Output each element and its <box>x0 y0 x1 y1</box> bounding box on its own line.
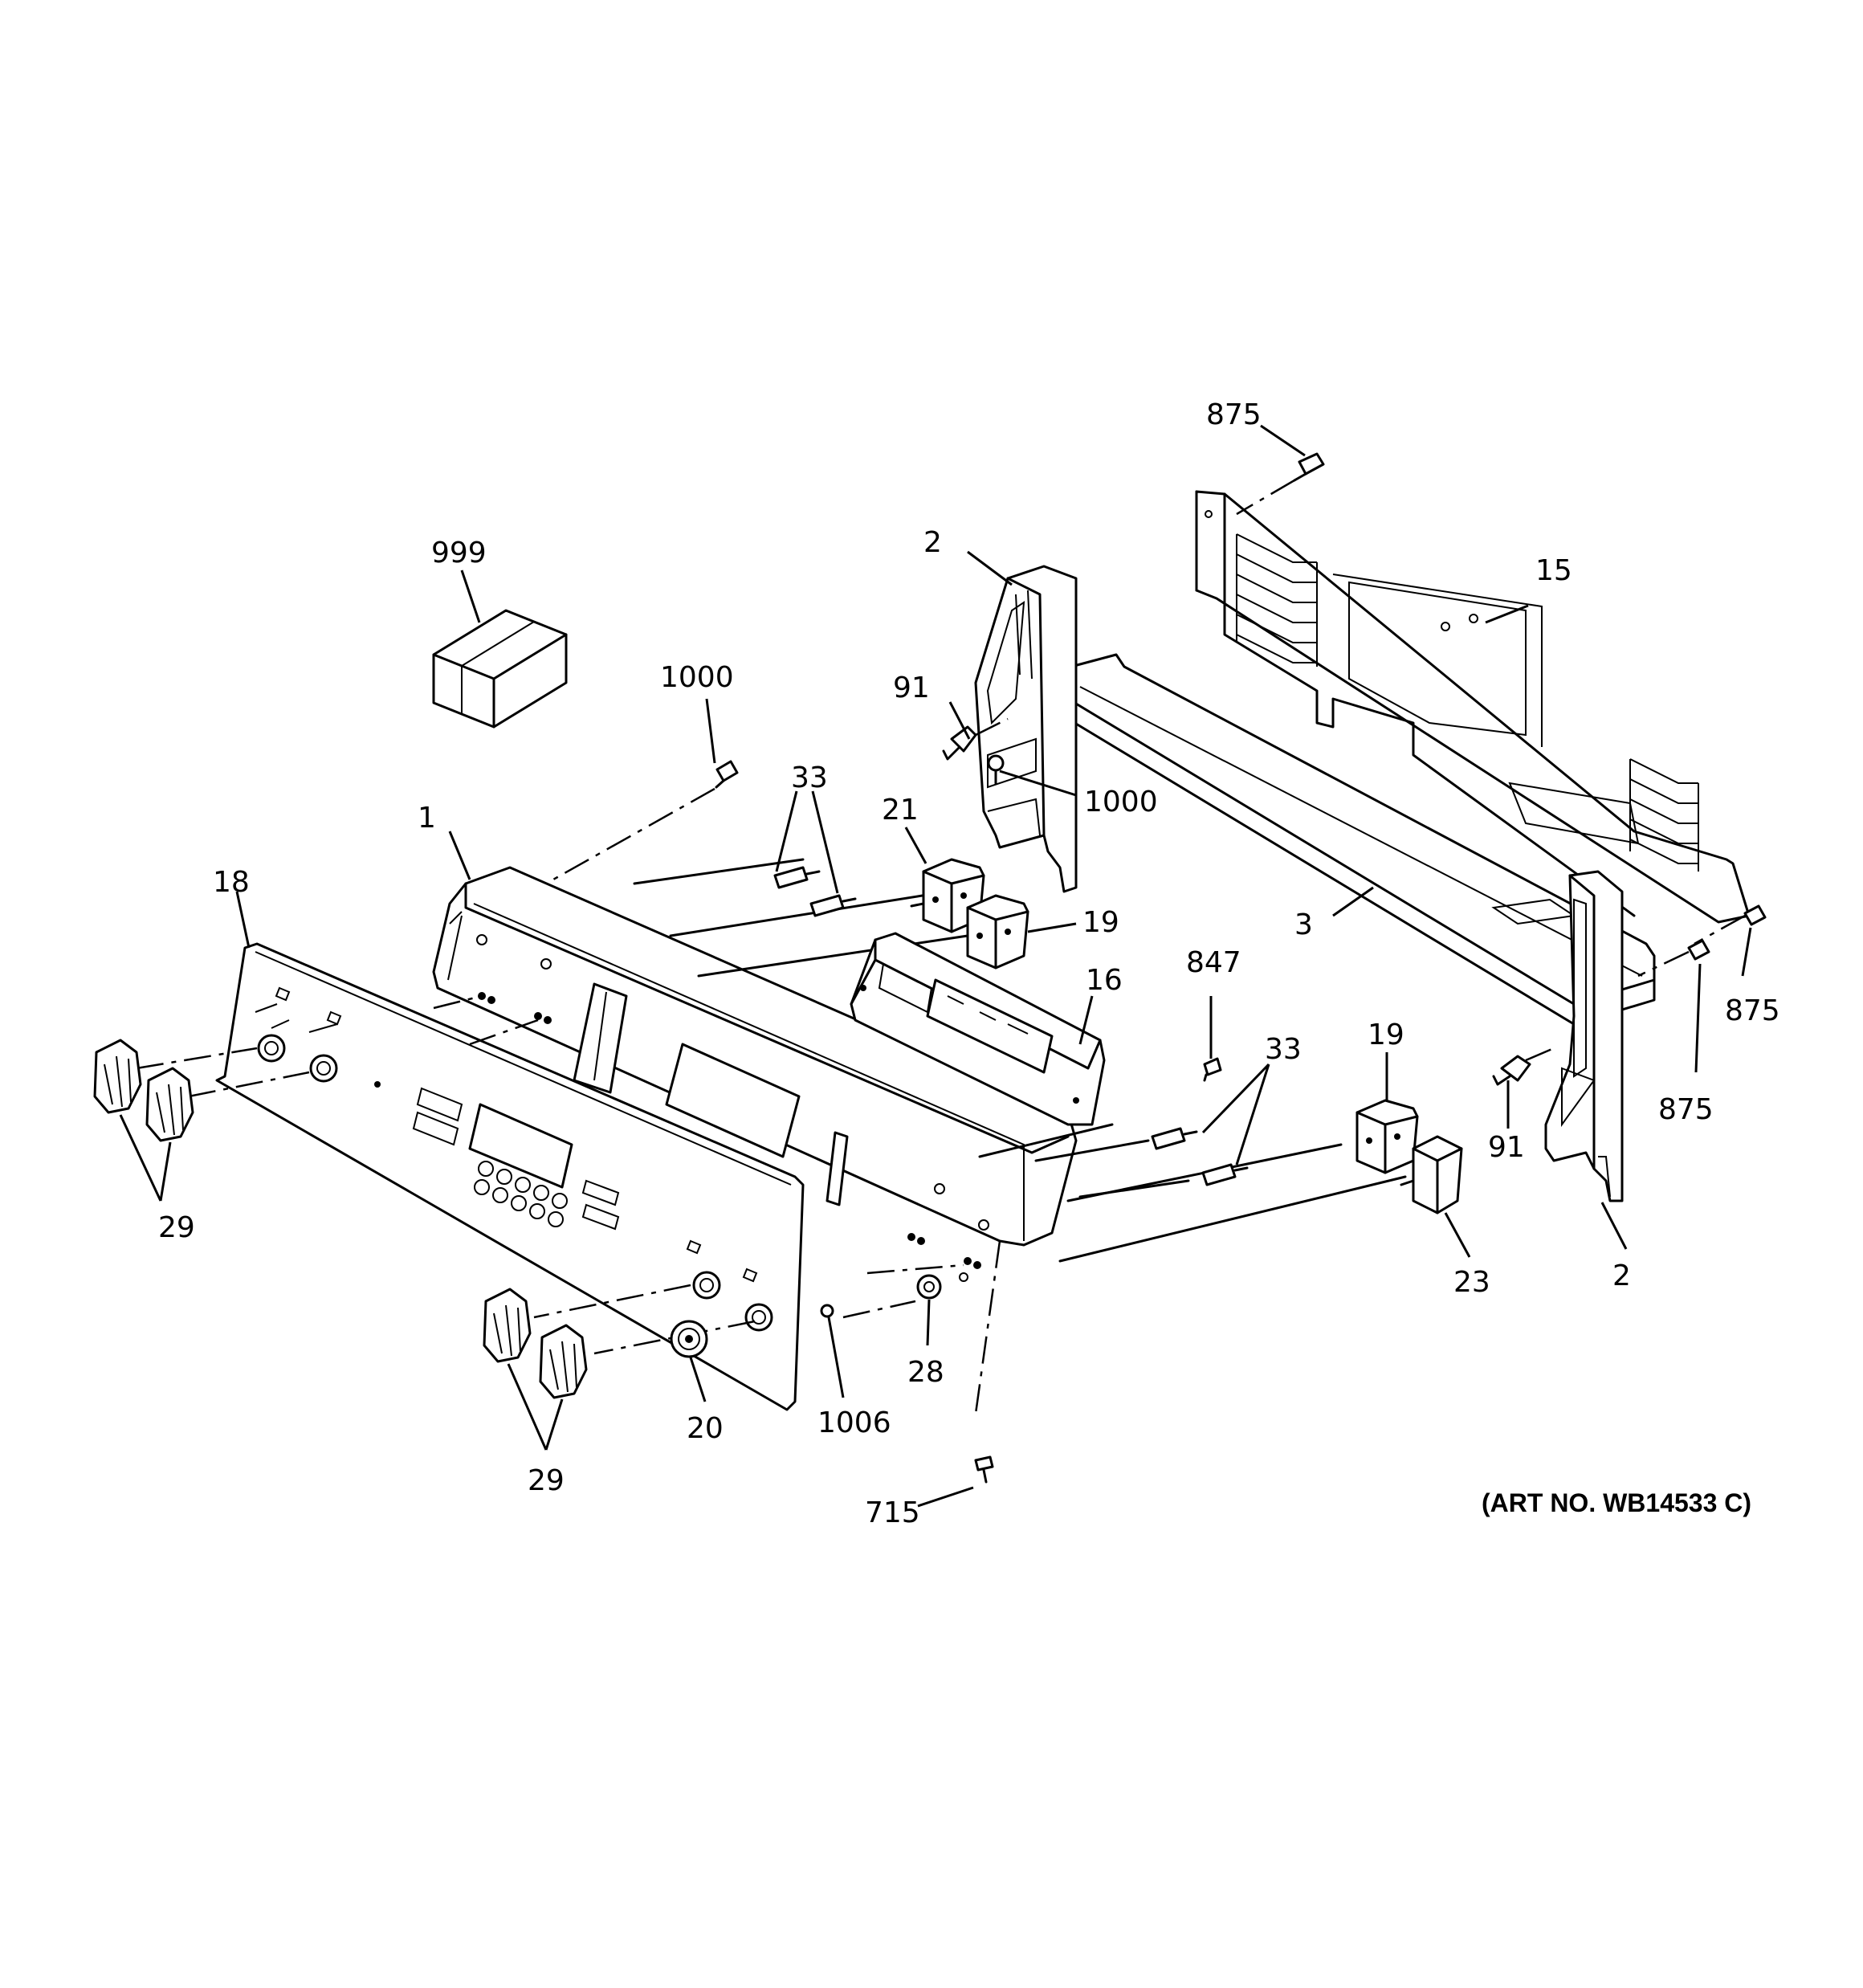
knob-29-left-b <box>145 1067 194 1142</box>
knob-29-bottom-b <box>539 1324 588 1399</box>
callout-91-left: 91 <box>893 672 930 704</box>
callout-15: 15 <box>1535 554 1572 587</box>
knob-29-bottom-a <box>483 1288 532 1363</box>
callout-33-upper: 33 <box>791 761 828 794</box>
callout-91-right: 91 <box>1488 1131 1525 1164</box>
wire-clip-91-right <box>1492 1047 1555 1086</box>
packaging-box <box>432 609 568 729</box>
screw-875-right-lower <box>1637 939 1710 978</box>
switch-23 <box>1400 1135 1463 1214</box>
callout-1000-bracket: 1000 <box>1084 786 1158 818</box>
control-panel-overlay <box>215 942 805 1411</box>
leader-lines <box>119 424 1752 1508</box>
callout-847: 847 <box>1186 946 1241 979</box>
callout-23: 23 <box>1453 1266 1490 1299</box>
callout-875-right-lower: 875 <box>1658 1093 1714 1126</box>
callout-19-lower: 19 <box>1368 1018 1404 1051</box>
switch-33-upper-a <box>773 866 821 889</box>
backsplash-housing <box>432 866 1078 1282</box>
electronic-control-board <box>850 932 1106 1126</box>
callout-20: 20 <box>687 1412 724 1445</box>
callout-875-right-upper: 875 <box>1725 994 1780 1027</box>
infinite-switch-19-upper <box>966 894 1029 970</box>
screw-1006 <box>820 1304 834 1318</box>
switch-33-lower-b <box>1201 1163 1249 1186</box>
keypad <box>474 1161 568 1227</box>
callout-875-top: 875 <box>1206 398 1262 431</box>
end-bracket-left <box>974 565 1078 893</box>
callout-1000-left: 1000 <box>660 661 734 694</box>
screw-875-top <box>1236 452 1325 516</box>
callouts: 875 999 2 15 1000 91 1000 33 21 1 19 18 … <box>158 398 1780 1529</box>
knob-29-left-a <box>93 1039 142 1114</box>
callout-21: 21 <box>882 794 919 827</box>
callout-33-lower: 33 <box>1265 1033 1302 1066</box>
end-bracket-right <box>1544 870 1624 1202</box>
callout-16: 16 <box>1086 964 1123 997</box>
callout-3: 3 <box>1294 908 1313 941</box>
wire-clip-91-left <box>942 717 1009 761</box>
screw-1000-left <box>545 760 739 885</box>
callout-715: 715 <box>865 1496 920 1529</box>
back-panel <box>1195 490 1751 924</box>
switch-33-lower-a <box>1151 1127 1198 1150</box>
callout-29-bottom: 29 <box>528 1464 565 1497</box>
screw-847 <box>1203 1057 1222 1082</box>
callout-2-top: 2 <box>923 526 942 559</box>
callout-1: 1 <box>418 802 436 835</box>
callout-1006: 1006 <box>817 1406 891 1439</box>
switch-33-upper-b <box>809 894 857 917</box>
screw-715 <box>974 1455 994 1484</box>
art-number: (ART NO. WB14533 C) <box>1482 1488 1751 1517</box>
vent-slots-left <box>1236 533 1318 667</box>
callout-2-bottom: 2 <box>1612 1259 1631 1292</box>
screw-1000-bracket <box>987 754 1005 785</box>
callout-999: 999 <box>431 537 487 569</box>
callout-29-left: 29 <box>158 1211 195 1244</box>
screw-875-right-upper <box>1694 904 1767 945</box>
callout-19-upper: 19 <box>1082 906 1119 939</box>
vent-slots-right <box>1629 758 1699 872</box>
knob-ring-20 <box>670 1320 708 1358</box>
rear-support-rail <box>1054 653 1656 1026</box>
nut-28 <box>916 1274 942 1300</box>
callout-28: 28 <box>907 1356 944 1389</box>
callout-18: 18 <box>213 866 250 899</box>
infinite-switch-19-lower <box>1355 1099 1419 1174</box>
